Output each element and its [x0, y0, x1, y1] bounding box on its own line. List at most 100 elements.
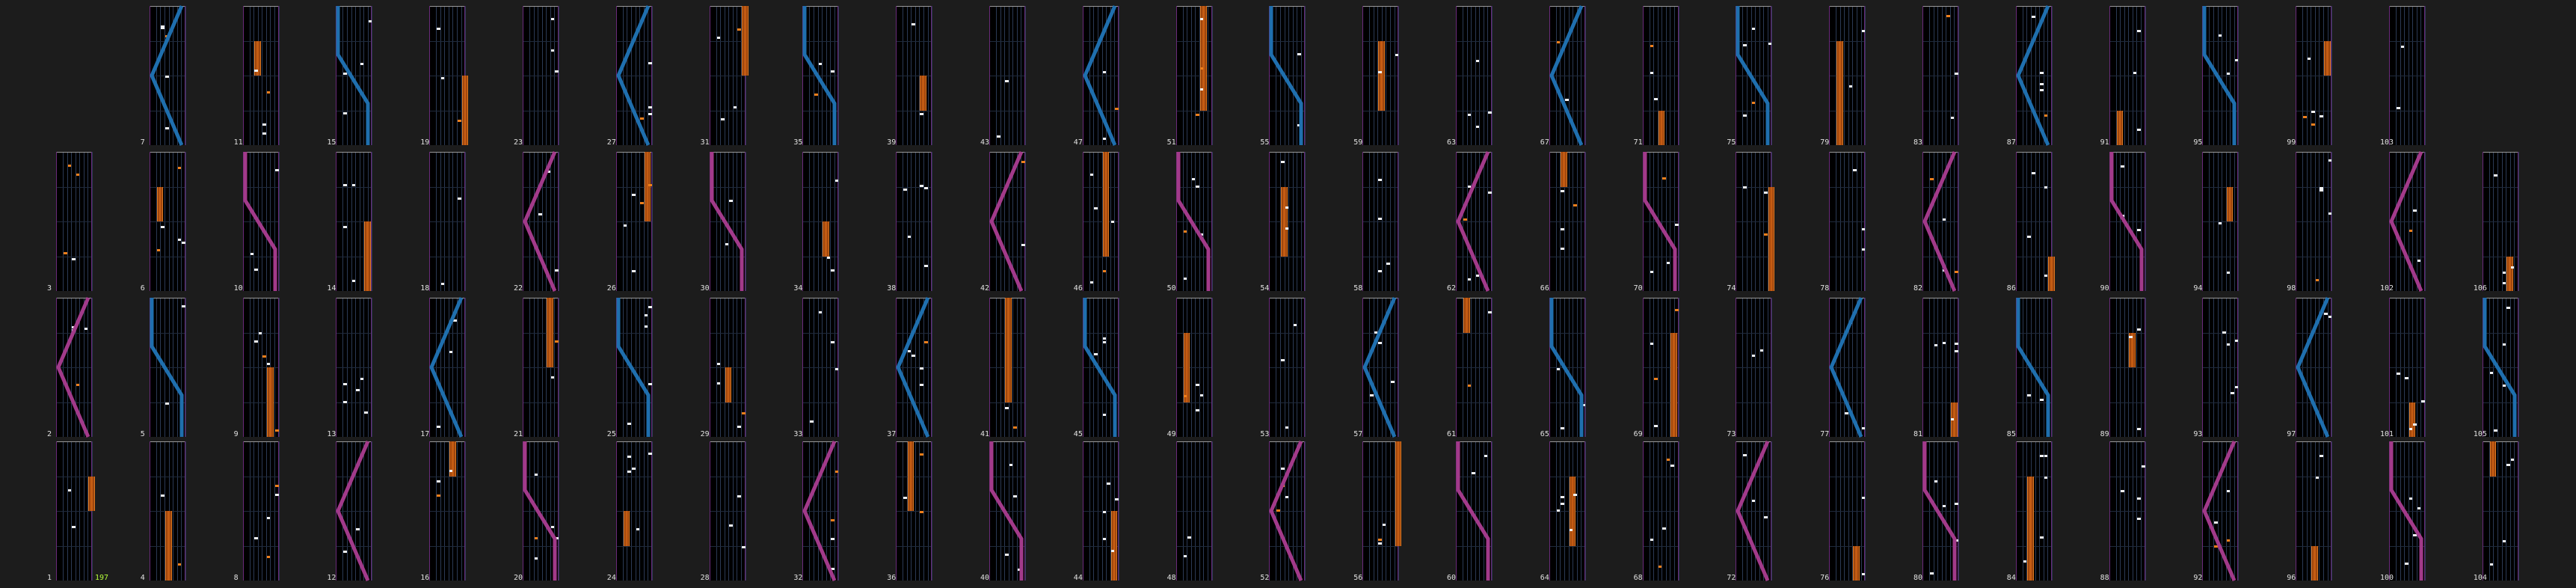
lane-divider [1958, 441, 1959, 581]
note [1102, 269, 1107, 272]
lane-edge [91, 152, 92, 291]
note [1561, 502, 1564, 505]
note [449, 470, 453, 473]
note [2311, 123, 2315, 126]
bar-line [1736, 6, 1772, 7]
measure-number: 51 [1166, 138, 1176, 147]
note [1950, 417, 1955, 420]
lane-edge [1584, 441, 1585, 581]
note [737, 426, 741, 429]
measure-number: 78 [1820, 284, 1830, 293]
note [2023, 560, 2027, 563]
lane-divider [2331, 298, 2333, 437]
measure-number: 95 [2193, 138, 2203, 147]
measure-number: 18 [420, 284, 430, 293]
note [1861, 427, 1866, 430]
beat-line [2109, 402, 2145, 403]
note [1670, 465, 1674, 468]
beat-line [615, 545, 652, 547]
measure [2202, 6, 2240, 145]
beat-line [2296, 367, 2332, 368]
note [2218, 222, 2222, 225]
lane-edge [1175, 152, 1177, 291]
beat-line [242, 402, 279, 403]
measure-number: 90 [2100, 284, 2109, 293]
lane-divider [2145, 441, 2146, 581]
beat-line [1175, 186, 1212, 188]
note [165, 76, 169, 79]
note [2489, 371, 2494, 374]
lane-edge [242, 441, 244, 581]
measure [615, 5, 653, 146]
beat-line [1549, 402, 1585, 403]
note [2494, 429, 2497, 432]
lane-edge [1024, 441, 1025, 581]
measure [709, 298, 746, 437]
note [1564, 98, 1569, 101]
measure [1269, 298, 1306, 437]
lane-edge [2050, 6, 2052, 145]
beat-line [2296, 221, 2332, 222]
lane-edge [1642, 152, 1644, 291]
lane-edge [2424, 441, 2425, 581]
note [1743, 43, 1747, 46]
note [831, 340, 834, 343]
note [2502, 539, 2506, 542]
scratch-track [150, 5, 184, 146]
measure [1642, 6, 1679, 145]
measure-number: 71 [1633, 138, 1643, 147]
note [1183, 230, 1187, 233]
long-note [1463, 298, 1470, 333]
lane-edge [2202, 152, 2204, 291]
lane-edge [651, 6, 652, 145]
measure-number: 48 [1166, 574, 1176, 582]
scratch-track [710, 152, 744, 291]
note [1297, 53, 1301, 56]
beat-line [2389, 221, 2425, 222]
bar-line [2015, 152, 2052, 153]
beat-line [336, 332, 372, 334]
bar-line [1082, 6, 1119, 7]
note [2137, 427, 2141, 430]
long-note [1395, 441, 1402, 546]
note [2137, 328, 2141, 331]
beat-line [1175, 40, 1212, 42]
note [2413, 533, 2417, 536]
note [1955, 503, 1958, 506]
lane-edge [2015, 298, 2017, 437]
note [2315, 279, 2320, 282]
long-note [1102, 152, 1110, 257]
note [2121, 489, 2124, 492]
note [2226, 73, 2231, 76]
bar-line [1829, 6, 1866, 7]
measure [2109, 6, 2146, 145]
note [343, 112, 347, 115]
scratch-line [1922, 441, 1957, 581]
long-note [449, 441, 456, 477]
note [64, 251, 67, 254]
measure [1922, 441, 1959, 581]
lane-edge [1304, 298, 1306, 437]
bar-line [56, 441, 92, 442]
measure-number: 83 [1913, 138, 1923, 147]
note [555, 269, 559, 272]
note [716, 36, 721, 39]
scratch-track [802, 6, 837, 145]
lane-divider [1492, 6, 1493, 145]
bar-line [896, 6, 932, 7]
note [1276, 509, 1280, 512]
note [262, 123, 266, 126]
scratch-track [1083, 5, 1117, 146]
long-note [920, 76, 927, 111]
note [177, 563, 182, 566]
lane-divider [2238, 441, 2240, 581]
note [343, 72, 347, 75]
bar-line [709, 6, 746, 7]
lane-edge [277, 298, 279, 437]
note [72, 257, 76, 260]
lane-edge [277, 441, 279, 581]
note [648, 184, 652, 187]
note [1102, 511, 1107, 514]
note [275, 493, 279, 496]
measure-number: 23 [514, 138, 523, 147]
